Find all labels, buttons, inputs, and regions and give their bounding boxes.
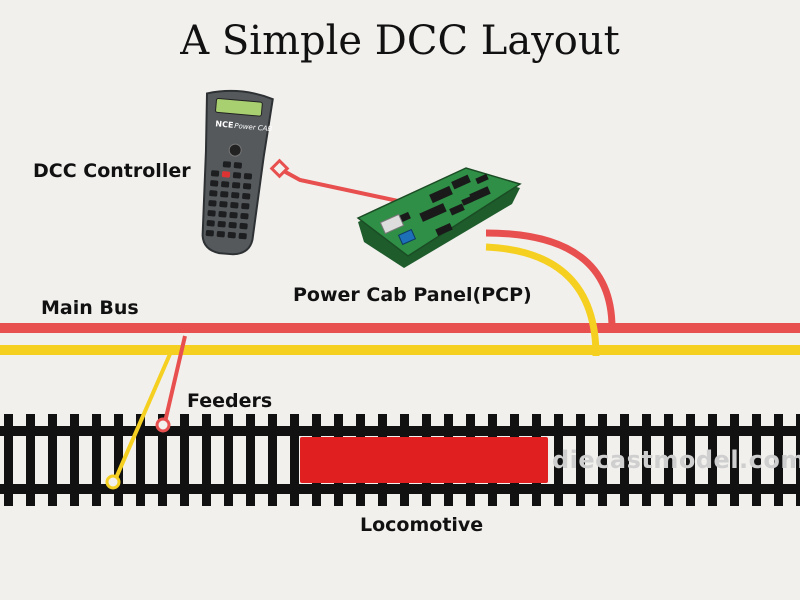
- controller-key: [217, 220, 226, 228]
- track-tie: [752, 414, 761, 506]
- controller-key: [231, 182, 241, 189]
- watermark-text: diecastmodel.com: [552, 446, 800, 474]
- track-tie: [48, 414, 57, 506]
- controller-key: [231, 192, 240, 199]
- controller-knob: [228, 143, 242, 157]
- controller-key: [233, 162, 242, 169]
- track-tie: [774, 414, 783, 506]
- controller-key: [241, 202, 250, 210]
- controller-key: [242, 193, 251, 200]
- main-bus-yellow-wire: [0, 345, 800, 355]
- track-tie: [576, 414, 585, 506]
- track-tie: [246, 414, 255, 506]
- pcp-red-lead: [485, 229, 616, 329]
- controller-cable-plug: [269, 158, 290, 179]
- controller-key: [240, 212, 249, 220]
- locomotive: [300, 437, 548, 483]
- track-tie: [26, 414, 35, 506]
- track-tie: [708, 414, 717, 506]
- main-bus-label: Main Bus: [41, 297, 139, 319]
- controller-key: [218, 211, 227, 218]
- controller-key: [239, 222, 248, 230]
- feeder-yellow-wire: [114, 353, 172, 479]
- pcp-chip: [435, 223, 453, 236]
- controller-key: [243, 173, 253, 180]
- locomotive-label: Locomotive: [360, 514, 484, 536]
- controller-key: [238, 232, 247, 240]
- controller-key: [232, 172, 242, 179]
- pcp-chip: [449, 203, 465, 216]
- pcp-yellow-lead: [485, 243, 600, 357]
- controller-model-text: Power CAB: [234, 122, 273, 133]
- track-tie: [796, 414, 800, 506]
- controller-key: [242, 183, 252, 190]
- track-tie: [268, 414, 277, 506]
- track-tie: [686, 414, 695, 506]
- pcp-connector: [379, 213, 417, 246]
- controller-key: [230, 202, 239, 209]
- track-tie: [136, 414, 145, 506]
- pcp-chip: [429, 185, 453, 204]
- controller-key: [220, 191, 229, 198]
- track-tie: [554, 414, 563, 506]
- track-tie: [642, 414, 651, 506]
- track-tie: [180, 414, 189, 506]
- page-title: A Simple DCC Layout: [180, 18, 620, 64]
- track-tie: [70, 414, 79, 506]
- controller-key: [221, 171, 231, 178]
- feeder-red-wire: [163, 335, 187, 423]
- feeders-label: Feeders: [187, 390, 273, 412]
- main-bus-red-wire: [0, 323, 800, 333]
- controller-key: [209, 190, 218, 197]
- pcp-chip: [419, 203, 447, 222]
- track-tie: [598, 414, 607, 506]
- track-tie: [664, 414, 673, 506]
- dcc-controller-label: DCC Controller: [33, 160, 191, 182]
- controller-key: [207, 210, 216, 217]
- controller-key: [221, 181, 230, 188]
- controller-display: [215, 97, 263, 117]
- controller-key: [208, 200, 217, 207]
- pcp-chip: [475, 173, 489, 185]
- track-tie: [730, 414, 739, 506]
- dcc-controller-device: NCE Power CAB: [201, 89, 274, 256]
- controller-cable: [279, 167, 399, 203]
- pcp-components: [397, 173, 491, 236]
- feeder-yellow-terminal: [105, 474, 121, 490]
- track-tie: [158, 414, 167, 506]
- controller-key: [229, 211, 238, 219]
- controller-key: [216, 230, 225, 238]
- feeder-red-terminal: [155, 417, 171, 433]
- pcp-chip: [461, 196, 473, 206]
- pcp-chip: [451, 174, 471, 190]
- controller-key: [210, 180, 219, 187]
- track-tie: [224, 414, 233, 506]
- track-tie: [620, 414, 629, 506]
- controller-keypad: [205, 161, 253, 240]
- track-tie: [92, 414, 101, 506]
- controller-key: [205, 229, 214, 237]
- track-tie: [4, 414, 13, 506]
- controller-key: [206, 220, 215, 227]
- pcp-chip: [469, 186, 491, 202]
- controller-key: [228, 221, 237, 229]
- controller-key: [219, 201, 228, 208]
- power-cab-panel-device: [356, 167, 522, 268]
- controller-key: [210, 170, 220, 177]
- power-cab-panel-label: Power Cab Panel(PCP): [293, 284, 532, 306]
- controller-key: [222, 161, 232, 168]
- controller-brand-text: NCE: [215, 119, 234, 130]
- track-tie: [290, 414, 299, 506]
- track-tie: [202, 414, 211, 506]
- track-tie: [114, 414, 123, 506]
- controller-key: [227, 231, 236, 239]
